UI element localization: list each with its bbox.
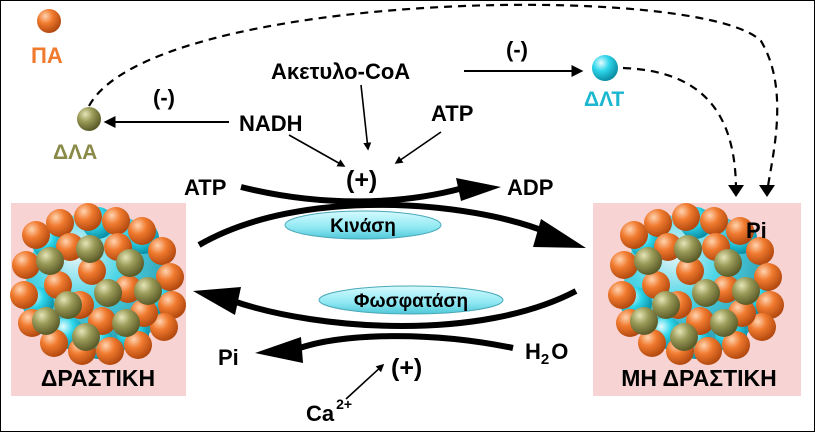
dla-subunit-sphere (72, 323, 100, 351)
pa-subunit-sphere (128, 217, 156, 245)
pa-subunit-sphere (10, 281, 38, 309)
pa-subunit-sphere (700, 207, 728, 235)
dla-subunit-sphere (692, 279, 720, 307)
pa-sphere (37, 9, 61, 33)
pa-subunit-sphere (694, 337, 722, 365)
atp-adp-arrowhead (456, 178, 501, 201)
adp-label: ADP (507, 175, 553, 200)
dla-subunit-sphere (94, 279, 122, 307)
dla-subunit-sphere (76, 235, 104, 263)
dlt-sphere (592, 55, 618, 81)
pa-subunit-sphere (22, 221, 50, 249)
pa-subunit-sphere (74, 203, 102, 231)
pa-subunit-sphere (102, 207, 130, 235)
h2o-pi-arrowhead (255, 337, 303, 363)
dla-subunit-sphere (116, 249, 144, 277)
pi-right-label: Pi (746, 218, 767, 243)
nadh-activates-arrow (289, 135, 344, 166)
acetyl-activates-arrow (361, 85, 368, 149)
dla-label: ΔΛΑ (53, 141, 97, 164)
dla-subunit-sphere (714, 249, 742, 277)
dla-dashed-arrowhead (759, 185, 775, 197)
dla-subunit-sphere (630, 307, 658, 335)
active-state-label: ΔΡΑΣΤΙΚΗ (41, 365, 155, 391)
dla-dashed-arrow (89, 5, 777, 193)
h2o-label: H2O (525, 339, 568, 368)
dla-subunit-sphere (732, 277, 760, 305)
atp-top-label: ATP (431, 101, 473, 126)
phosphatase-arrowhead (193, 287, 241, 315)
dla-subunit-sphere (634, 247, 662, 275)
pa-subunit-sphere (610, 251, 638, 279)
dlt-label: ΔΛΤ (584, 88, 624, 111)
dla-subunit-sphere (32, 307, 60, 335)
activate-kinase-label: (+) (346, 166, 377, 194)
pa-label: ΠΑ (31, 43, 63, 68)
pa-subunit-sphere (620, 221, 648, 249)
ca-activates-arrow (346, 365, 383, 399)
phosphatase-label: Φωσφατάση (354, 291, 468, 312)
pa-subunit-sphere (644, 209, 672, 237)
inactive-state-label: ΜΗ ΔΡΑΣΤΙΚΗ (621, 365, 777, 391)
kinase-arrowhead (533, 219, 586, 248)
inhibit-dla-label: (-) (153, 85, 175, 110)
dla-subunit-sphere (674, 235, 702, 263)
acetyl-coa-label: Ακετυλο-CoA (271, 59, 410, 84)
dlt-dashed-arrow (623, 68, 736, 191)
pa-subunit-sphere (12, 251, 40, 279)
activate-phosphatase-label: (+) (391, 354, 422, 382)
nadh-label: NADH (239, 111, 303, 136)
pa-subunit-sphere (672, 203, 700, 231)
pa-subunit-sphere (148, 237, 176, 265)
dla-sphere (77, 107, 101, 131)
pa-subunit-sphere (46, 209, 74, 237)
dla-subunit-sphere (134, 277, 162, 305)
dla-subunit-sphere (710, 309, 738, 337)
dla-subunit-sphere (670, 323, 698, 351)
pi-left-label: Pi (218, 345, 239, 370)
pa-subunit-sphere (96, 337, 124, 365)
dlt-dashed-arrowhead (728, 185, 744, 197)
dla-subunit-sphere (112, 309, 140, 337)
atp-left-label: ATP (184, 175, 226, 200)
pa-subunit-sphere (608, 281, 636, 309)
kinase-label: Κινάση (330, 216, 396, 237)
dla-subunit-sphere (36, 247, 64, 275)
inhibit-dlt-label: (-) (506, 37, 528, 62)
atp-activates-arrow (396, 132, 441, 163)
